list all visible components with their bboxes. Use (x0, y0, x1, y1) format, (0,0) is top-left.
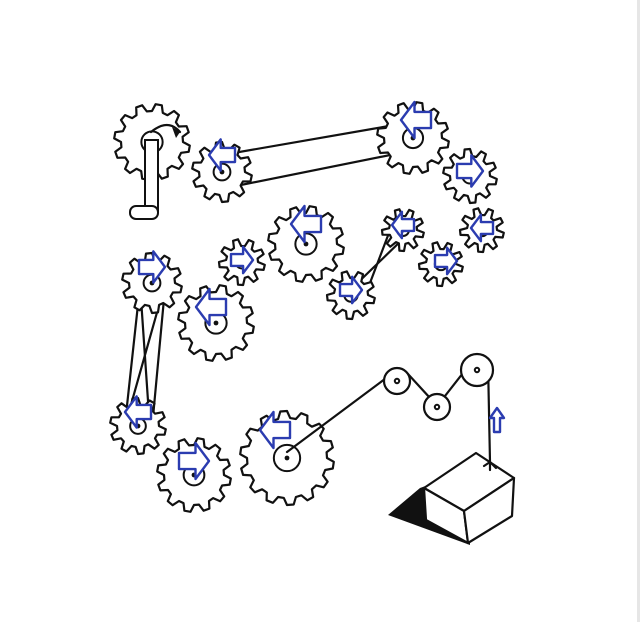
rotation-arrow-icon (149, 123, 182, 134)
arrow-right-icon (229, 245, 255, 275)
belt-top-lower (224, 148, 417, 190)
arrow-left-icon (289, 204, 323, 244)
gear-top-right (376, 100, 450, 175)
arrow-left-icon (258, 410, 292, 450)
gear-right-lower (458, 207, 505, 254)
gear-left-bottom (109, 395, 167, 456)
box-side (462, 476, 516, 545)
gears (109, 100, 505, 513)
arrow-left-icon (390, 210, 416, 240)
rope-and-pulleys (285, 352, 506, 464)
arrow-right-icon (455, 154, 485, 188)
arrow-right-icon (137, 250, 167, 284)
gear-bottom-big (239, 409, 335, 507)
arrow-left-icon (469, 213, 495, 243)
gear-left-top (121, 250, 183, 315)
arrow-left-icon (123, 395, 153, 429)
arrow-up-icon (488, 406, 506, 434)
arrow-left-icon (399, 100, 433, 140)
gear-belt-small (325, 270, 376, 321)
arrow-right-icon (433, 246, 459, 276)
crank-handle-icon (129, 123, 182, 220)
gear-left-big (177, 284, 255, 362)
gear-small-mid-right (417, 241, 464, 288)
arrow-left-icon (207, 138, 237, 172)
gear-left-big-axle (213, 320, 219, 326)
arrow-left-icon (194, 287, 228, 327)
gear-big-mid (267, 204, 345, 283)
gear-right-upper (442, 147, 498, 205)
gear-bottom-mid (156, 437, 232, 513)
page-edge (637, 0, 640, 622)
gear-small-top (380, 208, 425, 253)
gear-small-mid-left (217, 238, 266, 287)
gear-bottom-big-axle (284, 455, 290, 461)
arrow-right-icon (177, 441, 211, 481)
crank-arm (144, 139, 159, 213)
crank-grip (129, 205, 159, 220)
arrow-right-icon (338, 275, 364, 305)
gear-top-left (191, 138, 253, 204)
cardboard-box-icon (388, 451, 516, 545)
box-hook (482, 460, 498, 472)
